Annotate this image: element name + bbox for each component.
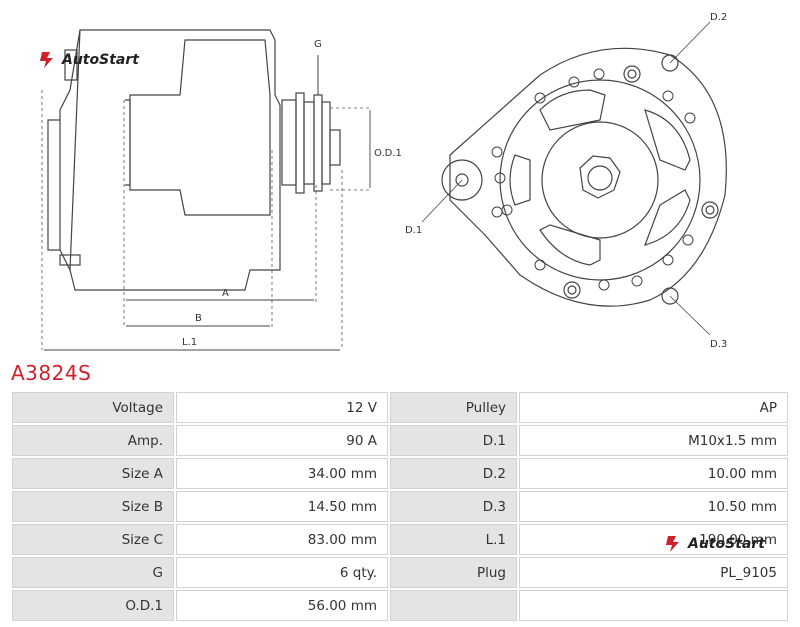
spec-label: D.3 — [390, 491, 517, 522]
spec-label: Voltage — [12, 392, 174, 423]
table-row: G 6 qty. Plug PL_9105 — [12, 557, 788, 588]
specs-table: Voltage 12 V Pulley AP Amp. 90 A D.1 M10… — [10, 390, 790, 623]
label-g: G — [314, 39, 322, 50]
spec-label: Plug — [390, 557, 517, 588]
spec-value: 34.00 mm — [176, 458, 388, 489]
brand-name: AutoStart — [688, 536, 765, 552]
autostart-logo: AutoStart — [38, 50, 139, 70]
brand-name: AutoStart — [62, 52, 139, 68]
gear-logo-icon — [666, 536, 679, 552]
label-od1: O.D.1 — [374, 148, 402, 159]
spec-value: 6 qty. — [176, 557, 388, 588]
spec-value: PL_9105 — [519, 557, 788, 588]
spec-value: 12 V — [176, 392, 388, 423]
label-d2: D.2 — [710, 12, 727, 23]
spec-value: AP — [519, 392, 788, 423]
spec-label: Pulley — [390, 392, 517, 423]
spec-label: Size C — [12, 524, 174, 555]
spec-value: 83.00 mm — [176, 524, 388, 555]
table-row: Size B 14.50 mm D.3 10.50 mm — [12, 491, 788, 522]
label-d3: D.3 — [710, 339, 727, 350]
alternator-technical-drawing: G O.D.1 A B L.1 D.1 D.2 D.3 — [41, 12, 727, 351]
table-row: O.D.1 56.00 mm — [12, 590, 788, 621]
table-row: Size A 34.00 mm D.2 10.00 mm — [12, 458, 788, 489]
label-a: A — [222, 288, 229, 299]
spec-label — [390, 590, 517, 621]
label-l1: L.1 — [182, 337, 197, 348]
spec-label: O.D.1 — [12, 590, 174, 621]
spec-label: D.1 — [390, 425, 517, 456]
spec-value — [519, 590, 788, 621]
spec-label: Size A — [12, 458, 174, 489]
spec-value: M10x1.5 mm — [519, 425, 788, 456]
spec-value: 56.00 mm — [176, 590, 388, 621]
spec-label: Amp. — [12, 425, 174, 456]
table-row: Voltage 12 V Pulley AP — [12, 392, 788, 423]
table-row: Size C 83.00 mm L.1 190.00 mm — [12, 524, 788, 555]
table-row: Amp. 90 A D.1 M10x1.5 mm — [12, 425, 788, 456]
spec-label: D.2 — [390, 458, 517, 489]
gear-logo-icon — [40, 52, 53, 68]
spec-value: 10.50 mm — [519, 491, 788, 522]
label-d1: D.1 — [405, 225, 422, 236]
spec-value: 190.00 mm — [519, 524, 788, 555]
spec-value: 90 A — [176, 425, 388, 456]
spec-label: Size B — [12, 491, 174, 522]
product-code: A3824S — [11, 361, 92, 385]
spec-label: G — [12, 557, 174, 588]
spec-value: 14.50 mm — [176, 491, 388, 522]
spec-value: 10.00 mm — [519, 458, 788, 489]
spec-label: L.1 — [390, 524, 517, 555]
autostart-watermark-logo: AutoStart — [664, 534, 765, 554]
label-b: B — [195, 313, 202, 324]
